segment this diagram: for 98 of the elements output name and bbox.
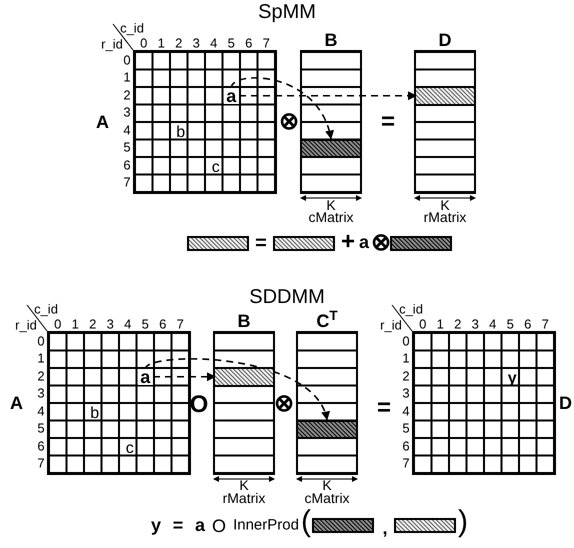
matrix-name: B [324, 31, 338, 49]
index-number: 4 [489, 318, 496, 330]
element-label: a [195, 516, 205, 534]
dimension-label: K [322, 478, 332, 492]
parenthesis: ) [458, 507, 468, 537]
index-number: 4 [402, 404, 410, 418]
dimension-label: K [239, 478, 249, 492]
element-label: c [126, 440, 134, 457]
index-number: 2 [454, 318, 462, 330]
element-label: c [212, 160, 220, 176]
axis-header: c_id [34, 302, 58, 316]
index-number: 3 [472, 318, 479, 330]
element-label: y [151, 516, 161, 534]
index-number: 5 [506, 318, 514, 330]
index-number: 4 [210, 36, 218, 50]
index-number: 7 [262, 36, 270, 50]
index-number: 7 [542, 318, 549, 330]
dashed-arrow [230, 77, 334, 140]
index-number: 6 [123, 158, 131, 172]
index-number: 3 [123, 106, 131, 119]
index-number: 4 [123, 123, 131, 136]
index-number: 5 [37, 422, 45, 435]
index-number: 6 [524, 318, 532, 330]
operator-symbol: O [212, 517, 226, 535]
index-number: 3 [402, 386, 410, 400]
index-number: 5 [402, 422, 410, 435]
index-number: 3 [192, 36, 200, 50]
dashed-arrow [144, 358, 328, 420]
index-number: 7 [402, 456, 410, 470]
element-label: a [359, 233, 369, 251]
index-number: 2 [175, 36, 182, 50]
index-number: 1 [72, 318, 79, 330]
index-number: 0 [140, 36, 148, 50]
index-number: 2 [37, 369, 45, 382]
axis-header: r_id [15, 318, 37, 332]
punctuation: , [382, 519, 388, 537]
matrix-caption: rMatrix [424, 210, 466, 224]
index-number: 1 [436, 318, 444, 330]
operator-symbol: ⊗ [274, 392, 294, 416]
index-number: 6 [402, 439, 410, 452]
matrix-name: B [238, 312, 250, 330]
axis-header: r_id [380, 318, 402, 332]
index-number: 7 [37, 456, 45, 470]
element-label: b [90, 406, 100, 422]
index-number: 1 [158, 36, 165, 50]
index-number: 7 [123, 176, 131, 189]
index-number: 1 [402, 352, 410, 365]
index-number: 0 [54, 318, 62, 330]
matrix-name: D [559, 394, 572, 412]
index-number: 5 [123, 140, 131, 154]
index-number: 5 [142, 318, 149, 330]
index-number: 5 [228, 36, 235, 50]
function-name: InnerProd [233, 518, 299, 532]
index-number: 6 [245, 36, 252, 50]
index-number: 6 [159, 318, 166, 330]
operator-symbol: ⊗ [279, 110, 299, 134]
index-number: 7 [176, 318, 184, 330]
index-number: 1 [123, 70, 131, 84]
hatched-row [298, 420, 356, 439]
section-title: SDDMM [249, 287, 325, 307]
index-number: 6 [37, 439, 45, 452]
dimension-label: K [440, 198, 450, 212]
operator-symbol: = [172, 516, 184, 534]
operator-symbol: ⊗ [371, 231, 391, 255]
index-number: 4 [124, 318, 132, 330]
operator-symbol: = [381, 110, 395, 134]
operator-symbol: + [341, 230, 355, 254]
index-number: 3 [37, 386, 45, 400]
matrix-caption: rMatrix [222, 491, 266, 505]
element-label: b [176, 124, 186, 141]
index-number: 0 [37, 334, 45, 348]
axis-header: c_id [399, 302, 423, 316]
index-number: 0 [419, 318, 426, 330]
dimension-label: K [326, 198, 336, 212]
operator-symbol: O [190, 393, 208, 417]
matrix-caption: cMatrix [308, 210, 354, 224]
hatched-row [302, 138, 360, 158]
index-number: 4 [37, 404, 45, 418]
hatched-row [416, 86, 474, 106]
index-number: 2 [89, 318, 96, 330]
index-number: 2 [123, 88, 131, 102]
axis-header: r_id [101, 38, 123, 50]
matrix-name: A [96, 113, 109, 131]
matrix-name: D [438, 31, 452, 49]
index-number: 0 [123, 53, 131, 66]
matrix-caption: cMatrix [304, 491, 350, 505]
operator-symbol: = [255, 233, 267, 253]
matrix-name: A [10, 394, 23, 412]
index-number: 2 [402, 369, 410, 382]
index-number: 0 [402, 334, 410, 348]
operator-symbol: = [377, 396, 391, 420]
hatched-row [215, 367, 273, 386]
section-title: SpMM [258, 2, 316, 22]
axis-header: c_id [120, 22, 144, 34]
index-number: 1 [37, 352, 45, 365]
index-number: 3 [106, 318, 114, 330]
parenthesis: ( [301, 507, 311, 537]
matrix-name: C$^{T}$ [316, 312, 338, 330]
